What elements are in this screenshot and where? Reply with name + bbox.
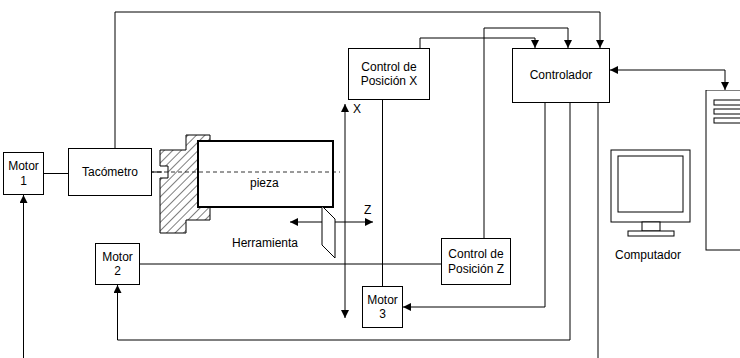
- monitor-screen: [618, 156, 683, 212]
- x-axis-arrow: [345, 104, 346, 318]
- node-text: Controlador: [530, 68, 593, 82]
- connector-line: [24, 103, 599, 358]
- controller-box: Controlador: [512, 48, 610, 103]
- monitor-neck: [642, 222, 660, 231]
- node-text: Tacómetro: [82, 165, 138, 179]
- node-text: Motor 3: [367, 293, 398, 322]
- motor-box: Motor 2: [95, 243, 140, 285]
- cutting-tool: [322, 206, 335, 258]
- connector-line: [44, 173, 68, 174]
- node-text: Control de Posición Z: [446, 247, 506, 276]
- axis-label: Z: [364, 203, 371, 217]
- drive-slot: [714, 100, 740, 105]
- node-text: Control de Posición X: [353, 60, 425, 89]
- monitor-case: [611, 150, 690, 222]
- computer-node: Computador: [606, 90, 740, 262]
- workpiece-label: pieza: [250, 176, 279, 190]
- tool-label: Herramienta: [232, 236, 298, 250]
- motor-box: Motor 3: [362, 286, 403, 328]
- node-text: Motor 2: [100, 250, 135, 279]
- workpiece: [198, 141, 333, 207]
- monitor-base: [628, 231, 674, 236]
- node-text: Motor 1: [8, 159, 39, 188]
- tower-case: [706, 90, 740, 250]
- motor-box: Motor 1: [3, 152, 44, 195]
- connector-line: [610, 70, 725, 90]
- tachometer-box: Tacómetro: [68, 148, 152, 196]
- connector-line: [118, 103, 571, 340]
- position-control-box: Control de Posición X: [348, 48, 430, 100]
- node-text: Computador: [615, 248, 681, 262]
- axis-label: X: [353, 102, 361, 116]
- connector-line: [403, 103, 545, 307]
- connector-line: [382, 100, 383, 286]
- drive-slot: [714, 118, 740, 123]
- connector-line: [140, 264, 441, 265]
- position-control-box: Control de Posición Z: [441, 238, 511, 285]
- drive-slot: [714, 109, 740, 114]
- computer-illustration: [606, 90, 740, 262]
- connector-line: [420, 38, 535, 48]
- center-line: [150, 172, 340, 173]
